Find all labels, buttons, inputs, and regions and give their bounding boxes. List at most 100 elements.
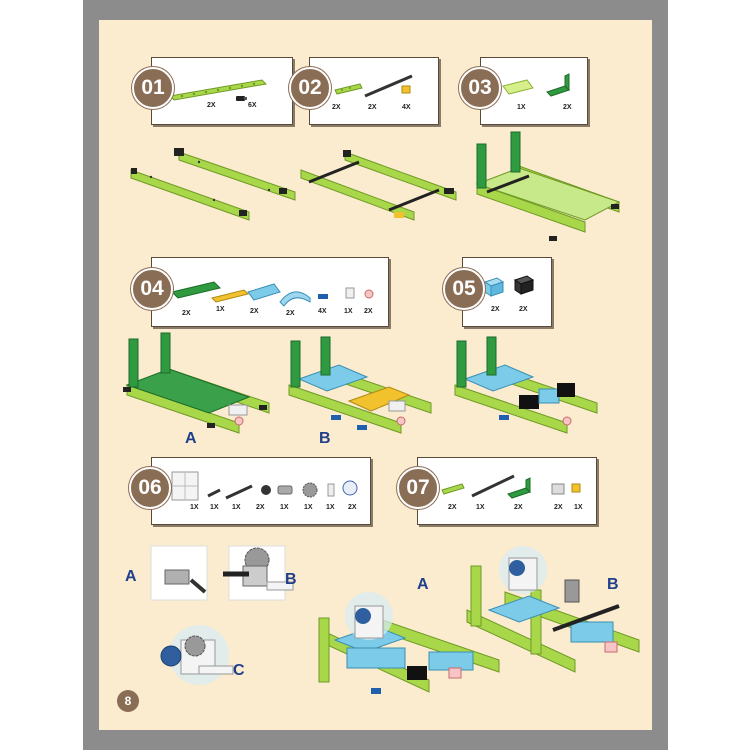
assembly-step-02 xyxy=(300,150,457,221)
step-03-parts-art xyxy=(502,73,570,97)
step-02-badge: 02 xyxy=(289,67,331,109)
step-06-qty-8: 2X xyxy=(348,504,357,511)
blue-arch-part xyxy=(279,291,311,307)
final-assembly-b xyxy=(466,546,640,673)
row2-assemblies xyxy=(123,332,598,434)
gearbox-subassembly-a xyxy=(150,545,208,601)
step-04-badge: 04 xyxy=(131,268,173,310)
step-04-qty-2: 1X xyxy=(216,306,225,313)
step-07-parts-box: 2X 1X 2X 2X 1X xyxy=(417,457,597,525)
step-06-qty-1: 1X xyxy=(190,504,199,511)
step-05-parts-art xyxy=(483,275,535,297)
short-axle-part xyxy=(207,488,221,498)
blue-plate-part xyxy=(247,283,281,301)
step-07-badge: 07 xyxy=(397,467,439,509)
assembly-step-01 xyxy=(130,148,296,221)
page-number: 8 xyxy=(117,690,139,712)
subassembly-a-label: A xyxy=(125,568,137,585)
top-border xyxy=(83,0,668,20)
step-04-variant-b-label: B xyxy=(319,430,331,447)
gearbox-subassembly-b xyxy=(223,545,294,601)
assembly-step-04-b xyxy=(288,336,432,434)
step-04-qty-4: 2X xyxy=(286,310,295,317)
step-03-badge: 03 xyxy=(459,67,501,109)
step-06-qty-6: 1X xyxy=(304,504,313,511)
step-05-badge: 05 xyxy=(443,268,485,310)
step-01-parts-box: 2X 6X xyxy=(151,57,293,125)
final-assembly-a xyxy=(318,592,500,694)
black-gear-part xyxy=(261,485,271,495)
step-06-badge: 06 xyxy=(129,467,171,509)
step-05-qty-2: 2X xyxy=(519,306,528,313)
worm-gear-part xyxy=(277,485,293,495)
step-04-parts-box: 2X 1X 2X 2X 4X 1X 2X xyxy=(151,257,389,327)
right-border xyxy=(652,0,668,750)
green-angle-part xyxy=(507,477,531,499)
step-01-qty-1: 2X xyxy=(207,102,216,109)
yellow-bush-part xyxy=(401,85,411,94)
step-06-qty-7: 1X xyxy=(326,504,335,511)
short-lime-beam-part xyxy=(441,483,465,495)
gearbox-part xyxy=(171,471,199,501)
yellow-bush-part xyxy=(571,483,581,493)
white-clip-part xyxy=(345,287,355,299)
gray-gear-part xyxy=(302,482,318,498)
step-02-qty-2: 2X xyxy=(368,104,377,111)
step-04-parts-art xyxy=(171,281,374,307)
long-black-axle-part xyxy=(471,474,515,498)
step-05-qty-1: 2X xyxy=(491,306,500,313)
subassembly-b-label: B xyxy=(285,571,297,588)
black-pin-part xyxy=(236,96,247,101)
step-04-qty-6: 1X xyxy=(344,308,353,315)
step-04-qty-3: 2X xyxy=(250,308,259,315)
step-02-qty-1: 2X xyxy=(332,104,341,111)
step-06-qty-2: 1X xyxy=(210,504,219,511)
step-07-qty-1: 2X xyxy=(448,504,457,511)
step-04-variant-a-label: A xyxy=(185,430,197,447)
short-lime-beam-part xyxy=(334,83,363,95)
step-04-qty-7: 2X xyxy=(364,308,373,315)
gray-connector-part xyxy=(551,483,565,495)
subassembly-c-label: C xyxy=(233,662,245,679)
assembly-step-03 xyxy=(475,131,621,241)
left-border xyxy=(83,0,99,750)
step-06-parts-box: 1X 1X 1X 2X 1X 1X 1X 2X xyxy=(151,457,371,525)
blue-pin-part xyxy=(318,294,328,299)
gearbox-subassembly-c xyxy=(160,625,234,685)
step-06-parts-art xyxy=(171,471,358,501)
step-04-qty-1: 2X xyxy=(182,310,191,317)
step-07-qty-2: 1X xyxy=(476,504,485,511)
blue-brick-part xyxy=(483,277,505,297)
blue-crown-gear-part xyxy=(342,480,358,496)
assembly-step-04-a xyxy=(123,332,270,434)
step-07-qty-3: 2X xyxy=(514,504,523,511)
step-07-parts-art xyxy=(441,474,581,499)
red-bush-part xyxy=(364,289,374,299)
step-02-qty-3: 4X xyxy=(402,104,411,111)
step-06-qty-5: 1X xyxy=(280,504,289,511)
lime-wedge-plate-part xyxy=(502,79,534,95)
instruction-page: 2X 6X 01 2X 2X 4X 02 xyxy=(99,20,652,730)
step-07-qty-5: 1X xyxy=(574,504,583,511)
step-04-qty-5: 4X xyxy=(318,308,327,315)
step-01-badge: 01 xyxy=(132,67,174,109)
step-03-qty-2: 2X xyxy=(563,104,572,111)
final-assembly-b-label: B xyxy=(607,576,619,593)
step-07-qty-4: 2X xyxy=(554,504,563,511)
green-angle-part xyxy=(546,73,570,97)
assembly-step-05 xyxy=(454,336,598,434)
lime-beam-part xyxy=(168,79,268,101)
connector-part xyxy=(327,483,335,497)
bottom-assemblies xyxy=(150,545,640,694)
black-brick-part xyxy=(513,275,535,295)
step-01-parts-art xyxy=(168,79,268,101)
step-02-parts-art xyxy=(334,74,413,98)
step-06-qty-4: 2X xyxy=(256,504,265,511)
black-axle-part xyxy=(364,74,413,98)
long-axle-part xyxy=(225,484,253,500)
bottom-border xyxy=(83,730,668,750)
yellow-plate-part xyxy=(211,289,249,303)
step-03-qty-1: 1X xyxy=(517,104,526,111)
row1-assemblies xyxy=(130,131,621,241)
green-plate-part xyxy=(171,281,221,299)
